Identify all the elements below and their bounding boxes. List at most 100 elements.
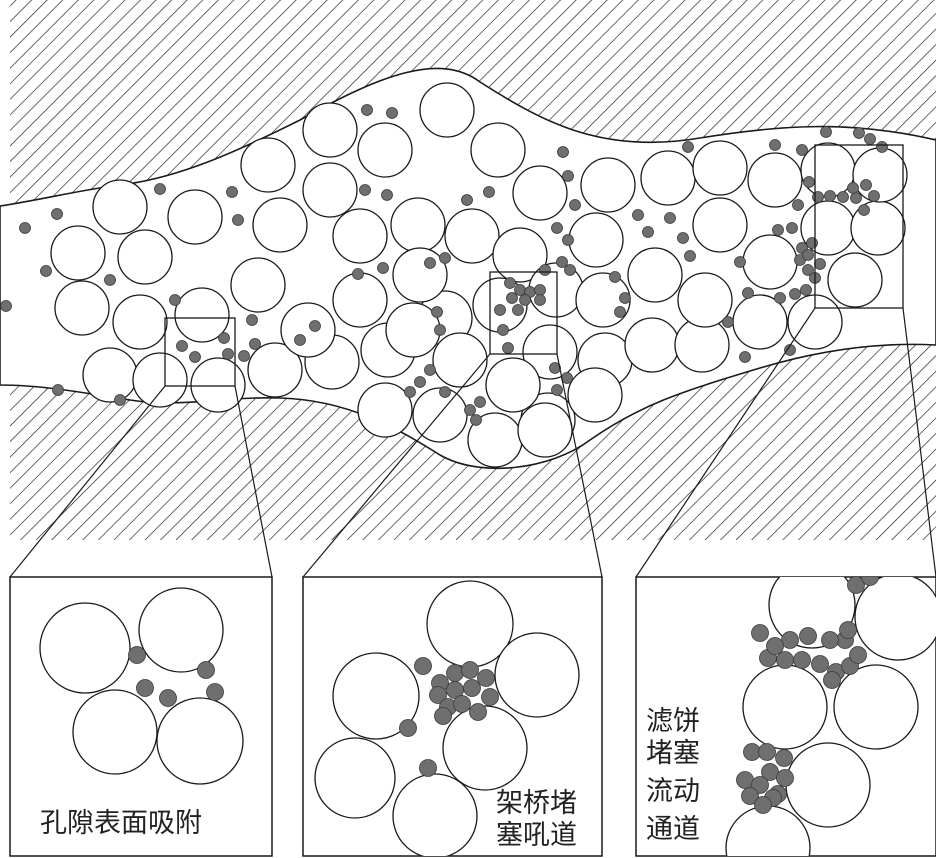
plugging-particle: [684, 250, 696, 262]
plugging-particle: [758, 743, 776, 761]
sand-grain: [314, 737, 396, 819]
plugging-particle: [739, 351, 751, 363]
panel-bridging-plug: 架桥堵 塞吼道: [302, 576, 603, 857]
sand-grain: [568, 212, 624, 268]
plugging-particle: [40, 265, 52, 277]
zoom-box-3: [814, 144, 904, 309]
plugging-particle: [786, 222, 798, 234]
plugging-particle: [494, 304, 506, 316]
plugging-particle: [742, 287, 754, 299]
plugging-particle: [776, 769, 794, 787]
plugging-particle: [534, 284, 546, 296]
plugging-particle: [741, 787, 759, 805]
sand-grain: [302, 162, 358, 218]
plugging-particle: [839, 621, 857, 639]
sand-grain: [412, 387, 468, 443]
plugging-particle: [361, 104, 373, 116]
label-bridging-line-2: 塞吼道: [496, 820, 577, 851]
plugging-particle: [189, 351, 201, 363]
sand-grain: [432, 332, 488, 388]
plugging-particle: [774, 292, 786, 304]
sand-grain: [247, 342, 303, 398]
plugging-particle: [614, 306, 626, 318]
plugging-particle: [453, 695, 471, 713]
sand-grain: [39, 602, 131, 694]
sand-grain: [833, 664, 919, 750]
zoom-connectors: [9, 307, 936, 578]
plugging-particle: [249, 338, 261, 350]
plugging-particle: [802, 264, 814, 276]
plugging-particle: [414, 376, 426, 388]
particles-top: [0, 104, 888, 426]
plugging-particle: [850, 192, 862, 204]
plugging-particle: [534, 294, 546, 306]
plugging-particle: [477, 669, 495, 687]
plugging-particle: [51, 208, 63, 220]
plugging-particle: [642, 226, 654, 238]
label-filter-cake-line-3: 流动: [646, 776, 700, 807]
plugging-particle: [429, 686, 447, 704]
plugging-particle: [128, 646, 146, 664]
plugging-particle: [823, 671, 841, 689]
plugging-particle: [463, 679, 481, 697]
zoom-box-1: [164, 317, 236, 387]
plugging-particle: [434, 324, 446, 336]
plugging-particle: [864, 133, 876, 145]
panel-filter-cake: 滤饼 堵塞 流动 通道: [635, 576, 936, 857]
sand-grain: [442, 705, 528, 791]
plugging-particle: [775, 749, 793, 767]
plugging-particle: [159, 689, 177, 707]
plugging-particle: [837, 191, 849, 203]
sand-grain: [138, 587, 224, 673]
sand-grain: [517, 402, 573, 458]
plugging-particle: [470, 414, 482, 426]
plugging-particle: [539, 264, 551, 276]
plugging-particle: [419, 759, 437, 777]
plugging-particle: [483, 186, 495, 198]
sand-grain: [852, 147, 908, 203]
plugging-particle: [792, 199, 804, 211]
plugging-particle: [793, 651, 811, 669]
plugging-particle: [609, 271, 621, 283]
sand-grain: [252, 197, 308, 253]
sand-grain: [230, 257, 286, 313]
plugging-particle: [294, 334, 306, 346]
plugging-particle: [309, 320, 321, 332]
plugging-particle: [504, 277, 516, 289]
plugging-particle: [557, 146, 569, 158]
sand-grain: [800, 142, 856, 198]
sand-grain: [747, 152, 803, 208]
plugging-particle: [232, 214, 244, 226]
plugging-particle: [868, 190, 880, 202]
plugging-particle: [847, 577, 865, 594]
sand-grain: [485, 357, 541, 413]
sand-grain: [280, 302, 336, 358]
sand-grain: [50, 225, 106, 281]
sand-grain: [54, 280, 110, 336]
plugging-particle: [811, 655, 829, 673]
plugging-particle: [776, 651, 794, 669]
sand-grain: [92, 179, 148, 235]
plugging-particle: [461, 661, 479, 679]
sand-grain: [302, 102, 358, 158]
plugging-particle: [551, 222, 563, 234]
plugging-particle: [104, 274, 116, 286]
plugging-particle: [772, 224, 784, 236]
sand-grain: [580, 157, 636, 213]
sand-grain: [692, 140, 748, 196]
sand-grain: [167, 189, 223, 245]
sand-grain: [132, 352, 188, 408]
sand-grain: [470, 122, 526, 178]
plugging-particle: [439, 386, 451, 398]
plugging-particle: [218, 332, 230, 344]
plugging-particle: [238, 350, 250, 362]
plugging-particle: [799, 627, 817, 645]
plugging-particle: [853, 127, 865, 139]
sand-grain: [240, 137, 296, 193]
sand-grain: [494, 632, 580, 718]
plugging-particle: [52, 384, 64, 396]
plugging-particle: [169, 294, 181, 306]
sand-grain: [768, 577, 856, 649]
plugging-particle: [136, 679, 154, 697]
